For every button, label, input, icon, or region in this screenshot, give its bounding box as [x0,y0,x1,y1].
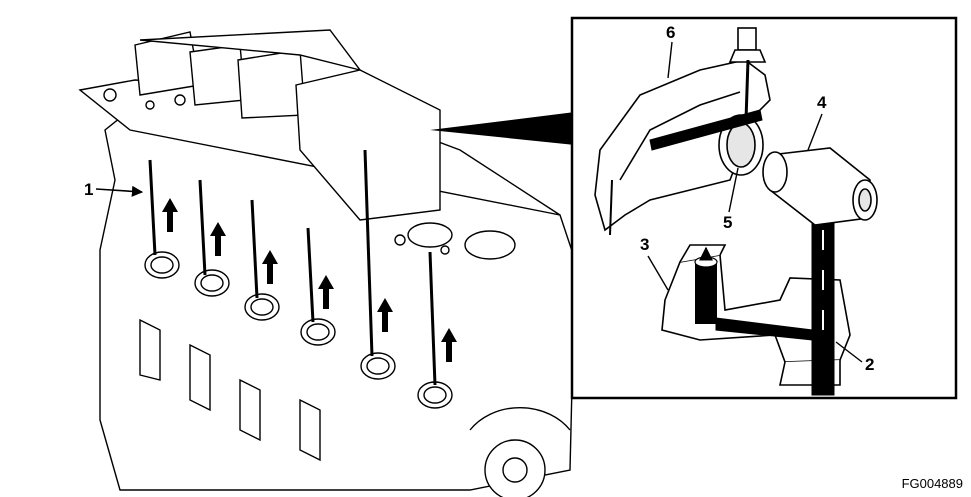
callout-2: 2 [835,341,874,374]
callout-3: 3 [640,235,669,291]
inset-push-rod [649,109,835,396]
callout-2-label: 2 [865,355,874,374]
callout-5: 5 [723,167,739,232]
figure-id: FG004889 [901,476,963,491]
magnify-leader [430,112,575,145]
up-arrow-icon [262,250,278,284]
callout-4-label: 4 [817,93,827,112]
follower-roller [694,246,718,324]
callout-4: 4 [807,93,827,151]
up-arrow-icon [318,275,334,309]
up-arrow-icon [377,298,393,332]
callout-1-label: 1 [84,180,93,199]
callout-6: 6 [666,23,675,79]
callout-5-label: 5 [723,213,732,232]
up-arrow-icon [441,328,457,362]
push-rods [148,149,437,386]
motion-arrows [162,198,457,362]
up-arrow-icon [162,198,178,232]
engine-block [78,29,576,497]
up-arrow-icon [210,222,226,256]
callout-6-label: 6 [666,23,675,42]
rocker-shaft [762,147,878,226]
callout-3-label: 3 [640,235,649,254]
callout-1: 1 [84,180,144,199]
inset-detail: 6 5 4 3 2 [570,16,958,400]
